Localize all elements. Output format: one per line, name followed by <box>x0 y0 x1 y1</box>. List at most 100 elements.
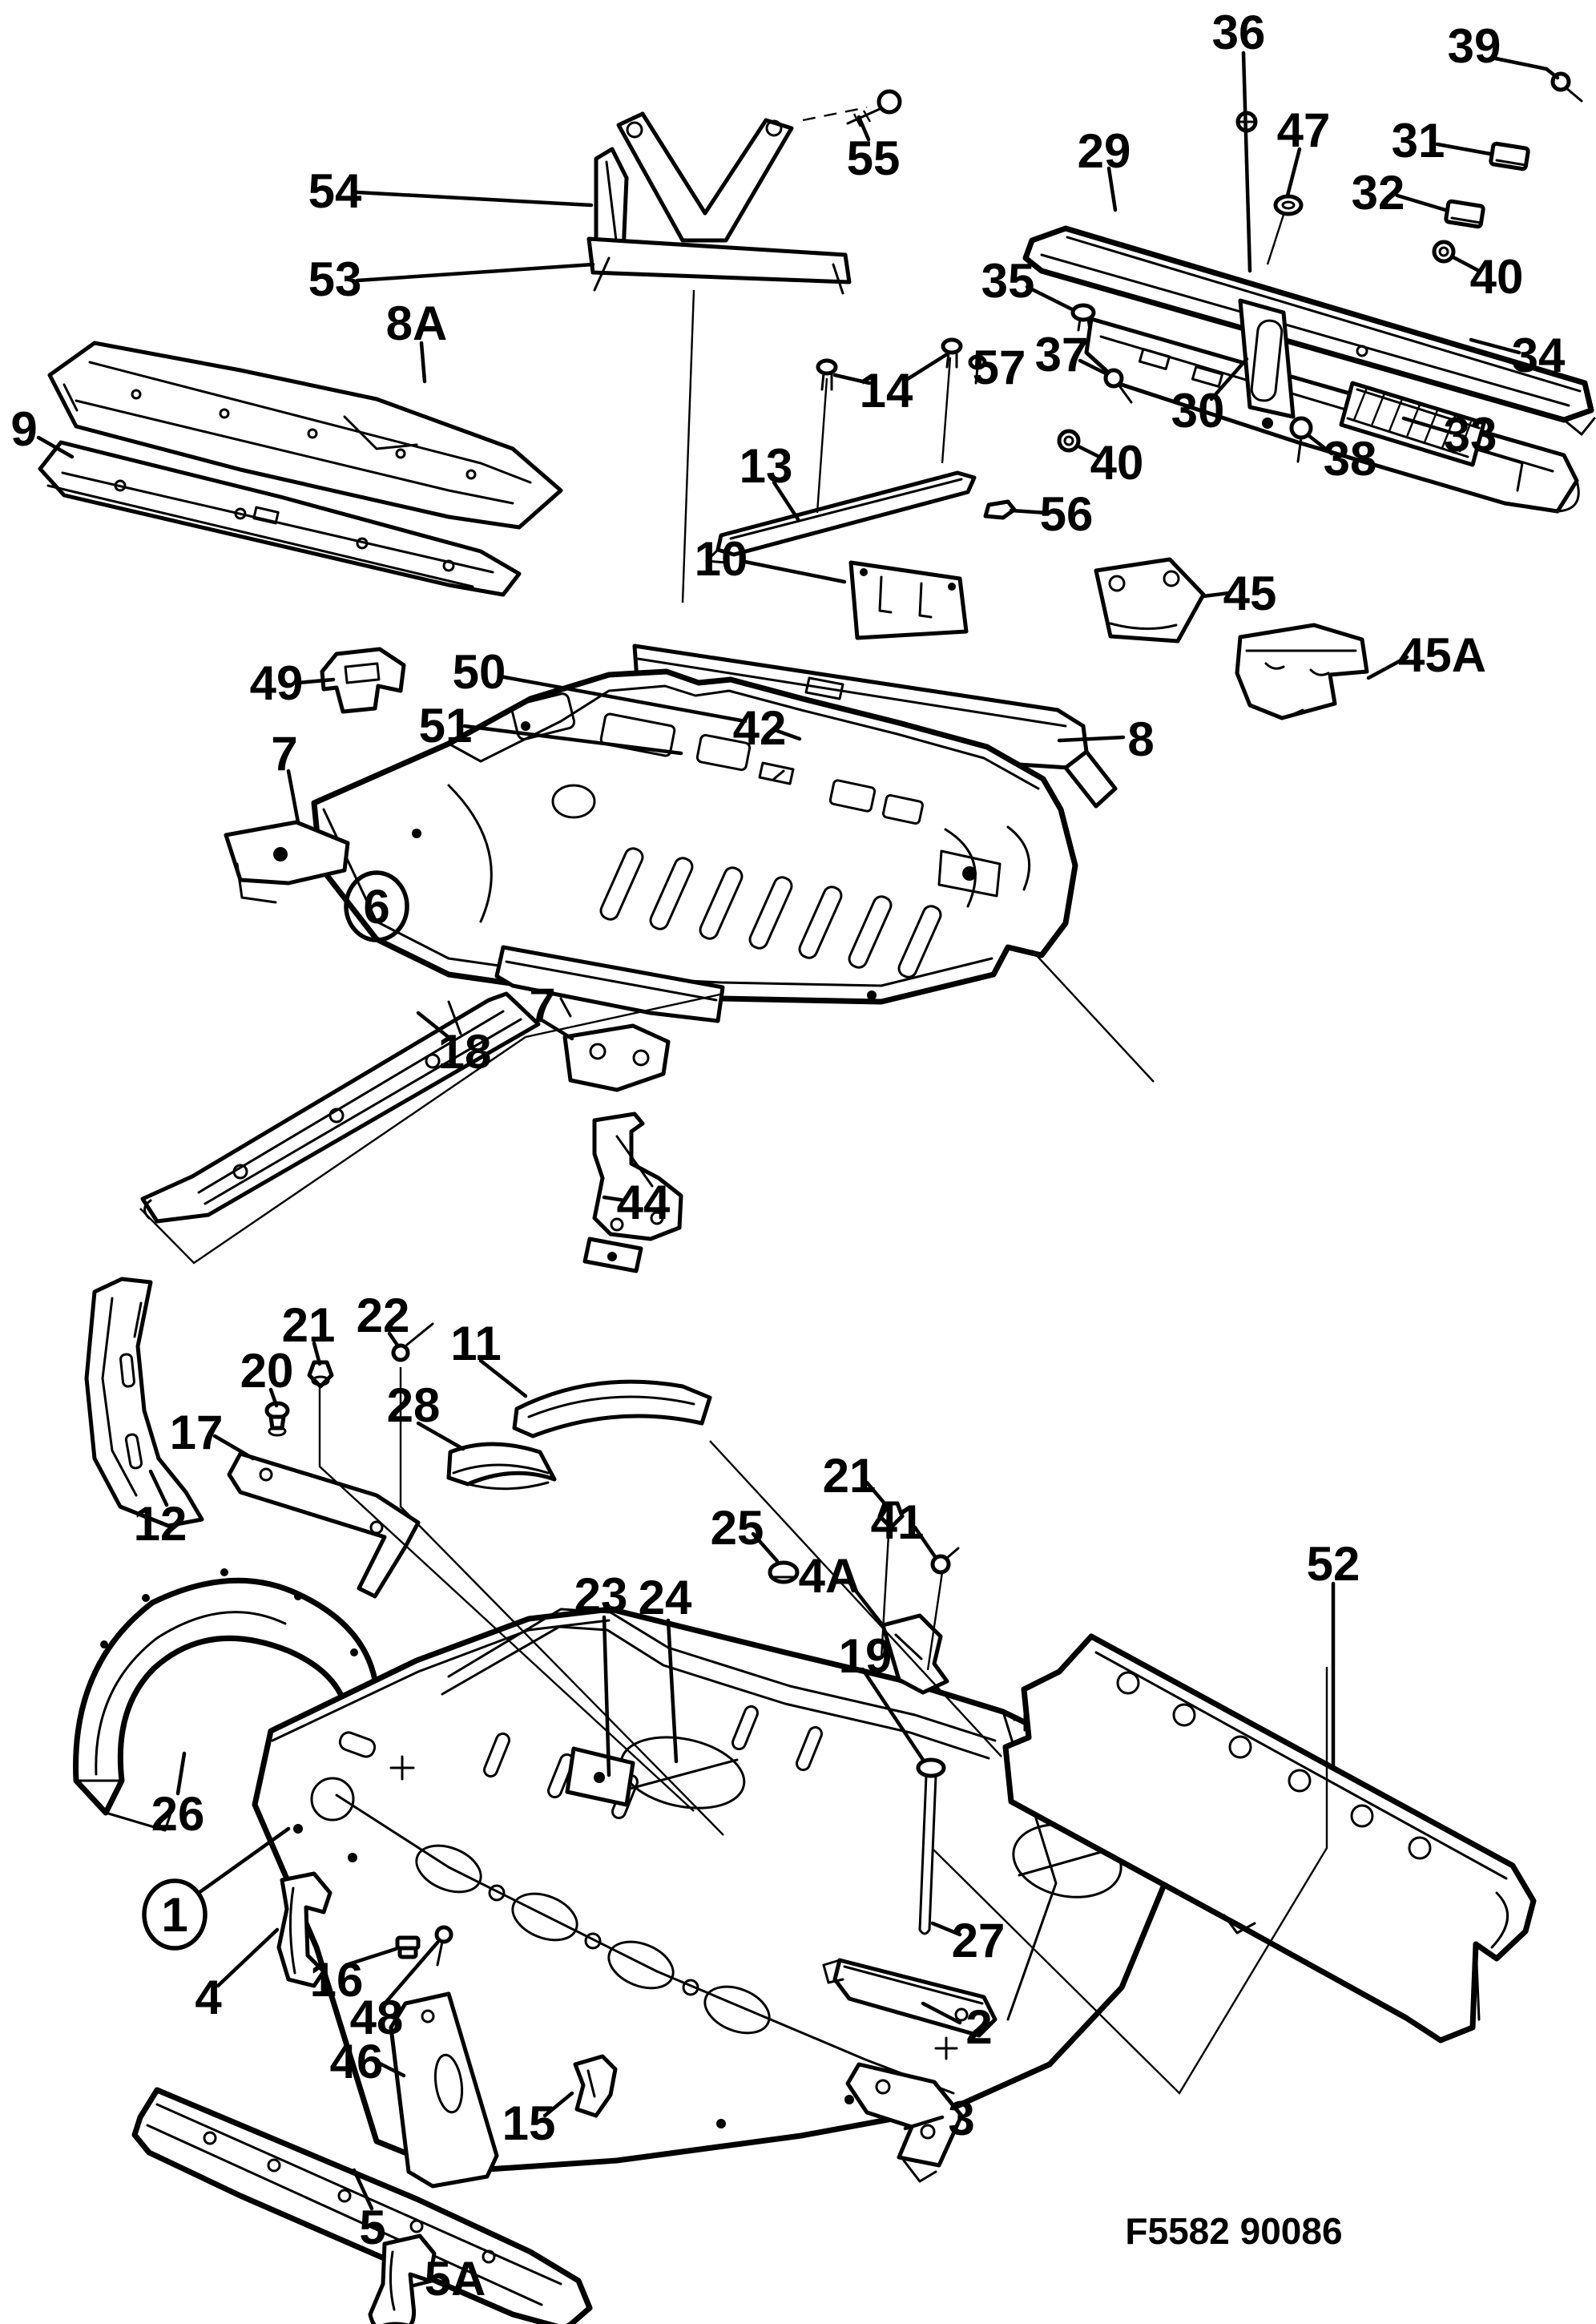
part-number-label: 39 <box>1448 19 1501 73</box>
part-number-label: 23 <box>574 1568 628 1622</box>
callout-leader <box>1106 166 1118 212</box>
callout-40-16: 40 <box>1074 436 1143 490</box>
callout-leader <box>312 1341 322 1366</box>
part-number-label: 49 <box>250 656 304 710</box>
fastener-25-plug <box>768 1560 800 1584</box>
part-number-label: 30 <box>1171 384 1225 438</box>
callout-52-50: 52 <box>1307 1537 1360 1770</box>
callout-circle <box>142 1878 208 1951</box>
part-number-label: 44 <box>617 1176 671 1229</box>
part-13-strip <box>705 470 977 564</box>
callout-leader <box>411 2278 435 2288</box>
callout-leader <box>212 1434 256 1461</box>
fastener-31-clip <box>1489 141 1530 171</box>
callout-4A-48: 4A <box>799 1549 884 1626</box>
part-number-label: 45 <box>1223 567 1277 620</box>
part-11-blade <box>512 1379 712 1438</box>
callout-23-43: 23 <box>574 1568 628 1777</box>
callout-leader <box>416 1421 466 1451</box>
callout-35-9: 35 <box>981 254 1074 312</box>
part-number-label: 56 <box>1040 487 1094 541</box>
part-3-bracket <box>845 2062 964 2183</box>
part-number-label: 25 <box>711 1501 764 1555</box>
part-5a-hook <box>368 2233 437 2324</box>
callout-leader <box>1307 434 1334 456</box>
part-number-label: 33 <box>1444 408 1497 462</box>
fastener-40-nut-upper <box>1432 240 1456 264</box>
fastener-35-plug <box>1070 303 1096 332</box>
callout-leader <box>387 1331 401 1349</box>
part-number-label: 57 <box>973 341 1026 394</box>
callout-4-53: 4 <box>195 1927 280 2024</box>
diagram-code: F5582 90086 <box>1125 2210 1342 2252</box>
callout-44-35: 44 <box>602 1176 671 1229</box>
callout-15-57: 15 <box>502 2091 574 2150</box>
callout-10-21: 10 <box>695 532 847 586</box>
callout-28-41: 28 <box>387 1378 466 1451</box>
part-2-bracket <box>822 1958 998 2038</box>
part-49-clamp <box>320 647 406 714</box>
callout-leader <box>196 1826 291 1895</box>
callout-34-13: 34 <box>1469 329 1566 382</box>
callout-57-18: 57 <box>973 341 1026 394</box>
callout-36-0: 36 <box>1212 6 1265 273</box>
callout-leader <box>355 262 595 283</box>
fastener-40-nut-lower <box>1057 429 1081 453</box>
part-number-label: 45A <box>1398 628 1486 682</box>
part-number-label: 13 <box>740 439 793 493</box>
part-55-bolt <box>846 89 902 127</box>
callout-leader <box>856 115 871 142</box>
callout-39-1: 39 <box>1448 19 1560 80</box>
part-number-label: 5 <box>359 2201 385 2254</box>
part-number-label: 7 <box>271 727 297 781</box>
part-5-sill-rail <box>131 2087 593 2324</box>
part-53-v-bracket <box>586 106 868 295</box>
callout-leader <box>355 190 594 208</box>
part-number-label: 8 <box>1127 712 1154 766</box>
callout-leader <box>903 2115 945 2131</box>
callout-33-14: 33 <box>1401 408 1497 462</box>
callout-25-45: 25 <box>711 1501 780 1563</box>
part-44-clamp <box>582 1112 683 1273</box>
callout-20-38: 20 <box>240 1344 293 1408</box>
callout-51-28: 51 <box>419 699 683 756</box>
fastener-21-pin-right <box>877 1501 905 1530</box>
fastener-21-pin-left <box>307 1360 334 1389</box>
callout-56-17: 56 <box>1009 487 1094 541</box>
callout-21-46: 21 <box>823 1449 887 1506</box>
part-number-label: 11 <box>450 1317 501 1370</box>
part-number-label: 31 <box>1392 114 1445 167</box>
callout-7-34: 7 <box>529 978 574 1041</box>
part-number-label: 5A <box>425 2252 486 2306</box>
callout-leader <box>921 2001 962 2025</box>
part-number-label: 47 <box>1277 103 1331 157</box>
part-number-label: 48 <box>350 1991 404 2044</box>
callout-leader <box>832 373 872 385</box>
part-number-label: 19 <box>839 1629 893 1683</box>
callout-50-27: 50 <box>453 645 748 724</box>
callout-leader <box>296 677 336 685</box>
part-52-rear-panel <box>1002 1633 1537 2044</box>
callout-leader <box>462 724 683 756</box>
part-19-27-pin <box>916 1757 946 1935</box>
part-46-plate <box>389 1991 499 2189</box>
part-number-label: 1 <box>161 1888 187 1942</box>
part-number-label: 12 <box>134 1497 187 1551</box>
callout-leader <box>216 1927 280 1988</box>
callout-42-29: 42 <box>733 701 802 755</box>
callout-46-56: 46 <box>330 2035 406 2088</box>
callout-leader <box>863 1671 925 1762</box>
callout-21-36: 21 <box>282 1298 336 1366</box>
callout-leader <box>1449 254 1481 273</box>
callout-leader <box>478 1358 528 1398</box>
callout-26-51: 26 <box>151 1751 204 1841</box>
part-number-label: 50 <box>453 645 506 699</box>
callout-leader <box>1435 142 1493 156</box>
callout-leader <box>930 1921 962 1937</box>
part-number-label: 4 <box>195 1971 222 2024</box>
part-30-strut <box>1238 298 1296 429</box>
callout-leader <box>602 1195 627 1203</box>
callout-leader <box>1489 55 1560 80</box>
part-number-label: 21 <box>282 1298 336 1352</box>
